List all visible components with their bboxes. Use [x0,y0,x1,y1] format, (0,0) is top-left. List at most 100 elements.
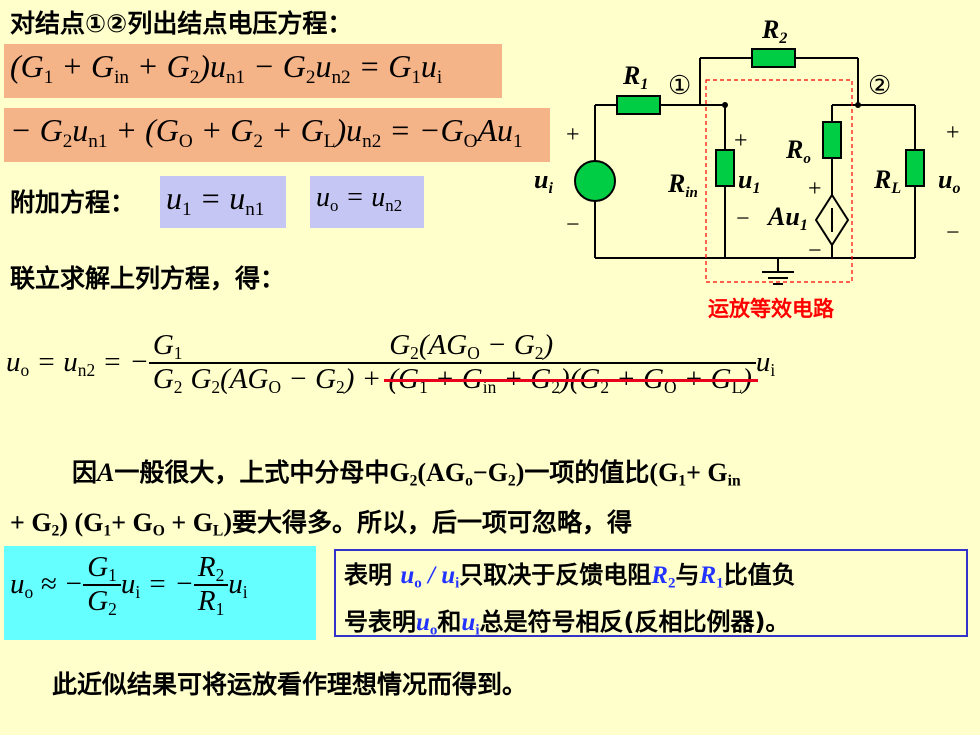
subscript: 2 [62,130,73,152]
explain-text-e: 一项的值比 [524,458,650,487]
note-var-uo-ui: uo / ui [400,562,460,592]
subscript: 1 [678,472,687,490]
subscript: 1 [173,343,183,364]
note-text-3: 与 [675,561,700,589]
node-equation-1: (G1 + Gin + G2)un1 − G2un2 = G1ui [10,48,442,89]
long-eq-f1-den: G2 [148,362,187,398]
symbol-text: + G [686,458,728,487]
subscript: 2 [173,377,183,398]
symbol-text: = u [29,346,78,379]
symbol-text: = − [95,346,149,379]
symbol-text: ) (G [59,508,104,537]
circuit-wires [574,57,916,285]
note-text-4: 比值负 [723,561,796,589]
subscript: O [152,522,165,540]
opamp-equivalent-circuit: R2 R1 ui Rin u1 Ro Au1 RL uo ① ② + − + −… [534,15,960,321]
subscript: L [212,522,224,540]
label-uo: uo [938,165,960,197]
note-line-2: 号表明uo和ui总是符号相反(反相比例器)。 [344,603,958,650]
label-ro: Ro [785,135,811,167]
subscript: 1 [419,377,428,398]
symbol-text: G [389,329,411,361]
aux-band-a [160,176,286,228]
note-var-uo: uo [416,609,438,639]
symbol-text: (AG [418,329,468,361]
subscript: 2 [336,377,345,398]
resistor-r1 [616,95,661,115]
symbol-text: + G [164,508,213,537]
sign-u1-plus: + [734,128,748,154]
conclusion: 此近似结果可将运放看作理想情况而得到。 [52,670,528,699]
subscript: O [467,343,480,364]
symbol-text: − G [10,112,63,148]
symbol-text: Au [477,112,513,148]
symbol-text: (G [10,48,44,84]
subscript: n2 [77,360,96,381]
subscript: i [455,575,460,592]
long-eq-lhs: uo = un2 = − [6,346,149,381]
subscript: i [475,622,480,638]
label-ui: ui [534,165,553,197]
subscript: 1 [43,66,54,88]
solve-text: 联立求解上列方程，得： [10,264,286,293]
long-eq-f2-den: G2(AGO − G2) + (G1 + Gin + G2)(G2 + GO +… [186,362,756,398]
subscript: in [727,472,741,490]
symbol-text: )u [199,48,226,84]
symbol-text: + G [496,363,552,396]
note-box: 表明 uo / ui只取决于反馈电阻R2与R1比值负 号表明uo和ui总是符号相… [334,549,968,638]
explain-text-a: 因 [72,458,98,487]
symbol-text: R [651,562,668,589]
sign-dep-plus: + [808,176,822,202]
long-eq-f1-num: G1 [149,330,187,364]
subscript: n2 [362,130,382,152]
symbol-text: −G [472,458,508,487]
symbol-text: + G [53,48,115,84]
symbol-text: R [197,585,216,618]
subscript: 2 [253,130,263,152]
sign-u1-minus: − [736,206,750,232]
subscript: o [24,582,34,603]
subscript: o [429,622,438,638]
symbol-text: + G [10,508,52,537]
symbol-text: ≈ − [33,568,84,601]
symbol-text: u [755,346,771,379]
symbol-text: / u [421,562,456,589]
subscript: 2 [409,472,418,490]
node-dot-1 [722,102,728,108]
resistor-rl [905,149,925,187]
aux-band-b [310,176,424,228]
symbol-text: = − [140,568,194,601]
subscript: 1 [411,66,421,88]
subscript: 2 [600,377,610,398]
symbol-text: + G [427,363,483,396]
symbol-text: + (G [107,112,179,148]
resistor-rin [715,149,735,187]
subscript: O [178,130,193,152]
symbol-text: (G [649,458,679,487]
explain-text-c: 一般很大，上式中分母中 [114,458,390,487]
subscript: L [323,130,336,152]
subscript: i [242,582,248,603]
approx-f1-den: G2 [83,584,121,619]
symbol-text: u [461,608,476,636]
approx-f2-num: R2 [194,552,228,585]
note-var-r2: R2 [651,562,675,592]
resistor-ro [822,121,842,159]
long-eq-rhs: ui [756,346,775,381]
symbol-text: G [87,551,109,583]
symbol-text: ) [742,363,752,396]
subscript: 2 [51,522,60,540]
explain-text-line2: 要大得多。所以，后一项可忽略，得 [232,508,633,537]
subscript: 1 [716,575,724,592]
subscript: 1 [512,130,523,152]
explain-line-1: 因A一般很大，上式中分母中G2(AGo−G2)一项的值比(G1+ Gin [72,453,741,491]
symbol-text: + G [111,508,153,537]
symbol-text: = −G [381,112,464,148]
symbol-text: − G [245,48,306,84]
symbol-text: (AG [220,363,269,396]
label-r1: R1 [622,61,648,93]
subscript: 1 [215,599,225,620]
resistor-r2 [751,48,796,68]
symbol-text: u [6,346,21,379]
symbol-text: = u [191,180,246,216]
